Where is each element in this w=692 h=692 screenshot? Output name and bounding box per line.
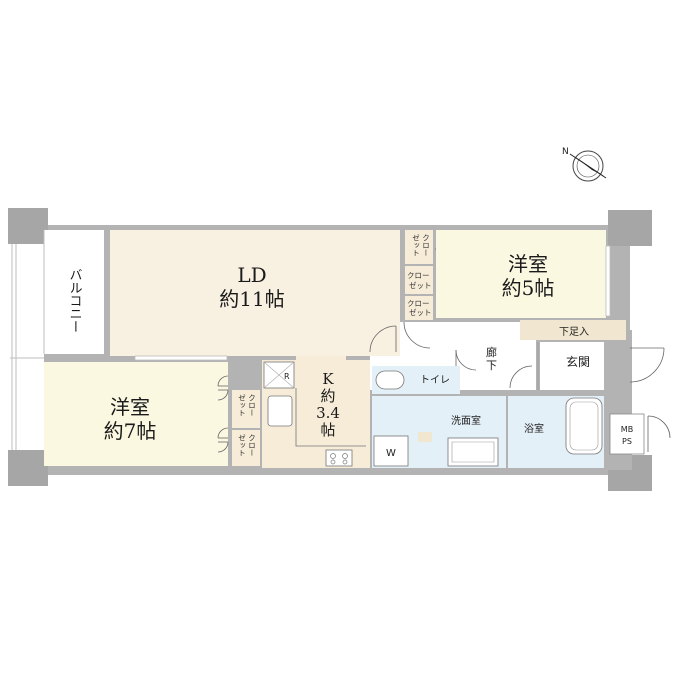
closet-top-3-line1: クロー <box>407 299 430 308</box>
kitchen-name: K <box>322 370 334 388</box>
closet-side-1-line1: クロー <box>248 394 257 417</box>
washroom-shelf <box>418 432 432 442</box>
mbps-line2: PS <box>622 437 632 446</box>
closet-top-2-line2: ゼット <box>409 280 432 290</box>
vanity <box>447 437 499 467</box>
closet-top-2-line1: クロー <box>407 271 430 280</box>
kitchen-size-2: 3.4 <box>316 404 340 422</box>
closet-side-1 <box>232 390 260 428</box>
washer-label: W <box>386 448 396 459</box>
western7-name: 洋室 <box>110 395 150 419</box>
washroom-label: 洗面室 <box>451 414 481 427</box>
closet-side-2-line2: ゼット <box>237 434 246 457</box>
pillar-bottom-left <box>8 450 48 486</box>
toilet-fixture <box>375 370 405 390</box>
kitchen-stove <box>325 449 353 467</box>
washer <box>373 435 409 467</box>
compass: N <box>562 147 607 182</box>
room-entrance <box>540 342 604 390</box>
room-ld <box>110 230 400 356</box>
kitchen-size-3: 帖 <box>320 421 335 439</box>
room-western-7 <box>44 362 228 466</box>
toilet-label: トイレ <box>420 375 450 386</box>
closet-top-2 <box>405 266 433 294</box>
closet-side-2-line1: クロー <box>248 434 257 457</box>
kitchen-sink <box>267 395 293 427</box>
closet-side-2 <box>232 430 260 466</box>
entrance-step-label: 下足入 <box>559 326 589 338</box>
closet-top-1 <box>405 230 433 264</box>
entrance-step <box>520 320 626 340</box>
corridor-line1: 廊 <box>486 345 497 359</box>
compass-north: N <box>562 147 569 157</box>
western5-name: 洋室 <box>508 252 548 276</box>
mbps <box>609 413 645 455</box>
western7-size: 約7帖 <box>104 419 157 443</box>
balcony-label: バルコニー <box>67 268 83 333</box>
closet-top-3-line2: ゼット <box>409 307 432 317</box>
ld-name: LD <box>237 263 266 287</box>
pillar-top-left <box>8 208 48 244</box>
balcony: バルコニー <box>10 230 104 450</box>
room-western-5 <box>436 230 606 318</box>
entrance-name: 玄関 <box>566 354 590 369</box>
western5-size: 約5帖 <box>502 276 555 300</box>
closet-top-1-line1: クロー <box>422 234 431 257</box>
ld-size: 約11帖 <box>219 287 284 311</box>
bathtub <box>565 397 603 455</box>
bathroom-label: 浴室 <box>524 422 544 435</box>
compass-arrow-icon <box>574 156 604 176</box>
corridor-doors <box>369 321 533 389</box>
kitchen-upper <box>296 356 346 362</box>
closet-side-1-line2: ゼット <box>237 394 246 417</box>
closet-top-1-line2: ゼット <box>411 234 420 257</box>
western7-closet-doors <box>217 375 229 453</box>
corridor-line2: 下 <box>486 359 497 372</box>
closet-top-3 <box>405 296 433 320</box>
kitchen-size-1: 約 <box>320 387 335 405</box>
pillar-top-right <box>608 210 652 246</box>
mbps-line1: MB <box>621 425 633 434</box>
front-door <box>629 347 665 383</box>
fridge-label: R <box>284 372 290 381</box>
